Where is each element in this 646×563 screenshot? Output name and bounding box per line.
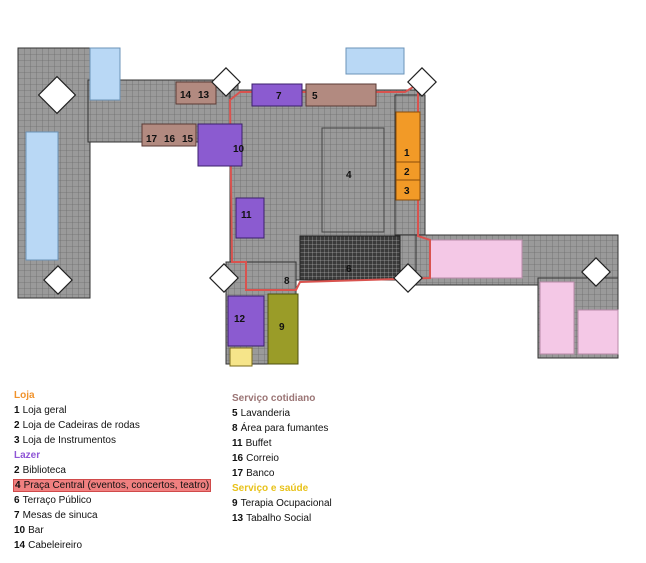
plan-label-10: 10 (233, 144, 245, 155)
plan-label-11: 11 (241, 210, 252, 221)
plan-label-9: 9 (279, 322, 285, 333)
plan-label-15: 15 (182, 134, 194, 145)
plan-label-8: 8 (284, 276, 290, 287)
yellow-room (229, 347, 253, 367)
public-zone-outline (228, 82, 431, 291)
plan-label-13: 13 (198, 90, 210, 101)
legend-heading-loja: Loja (14, 390, 35, 401)
plan-label-5: 5 (312, 91, 318, 102)
floor-plan: 1 2 3 4 5 6 7 8 9 10 11 12 13 14 15 16 1… (17, 47, 619, 367)
plan-label-3: 3 (404, 186, 410, 197)
pink-rooms (429, 239, 619, 355)
orange-rooms (395, 111, 421, 201)
olive-room (267, 293, 299, 365)
plan-label-6: 6 (346, 264, 352, 275)
plan-label-4: 4 (346, 170, 352, 181)
legend-heading-servico-saude: Serviço e saúde (232, 483, 309, 494)
brown-rooms (141, 81, 377, 147)
central-plaza-stage (299, 235, 401, 281)
plan-label-7: 7 (276, 91, 282, 102)
legend-heading-servico-cotidiano: Serviço cotidiano (232, 393, 316, 404)
plan-label-17: 17 (146, 134, 158, 145)
plan-label-1: 1 (404, 148, 410, 159)
stair-towers (37, 67, 611, 295)
blue-rooms (25, 47, 405, 261)
plan-label-12: 12 (234, 314, 246, 325)
purple-rooms (197, 83, 303, 347)
plan-label-14: 14 (180, 90, 192, 101)
central-plaza-area (321, 127, 385, 233)
plan-number-labels: 1 2 3 4 5 6 7 8 9 10 11 12 13 14 15 16 1… (146, 90, 410, 333)
plan-label-2: 2 (404, 167, 410, 178)
legend-heading-lazer: Lazer (14, 450, 41, 461)
plan-label-16: 16 (164, 134, 176, 145)
